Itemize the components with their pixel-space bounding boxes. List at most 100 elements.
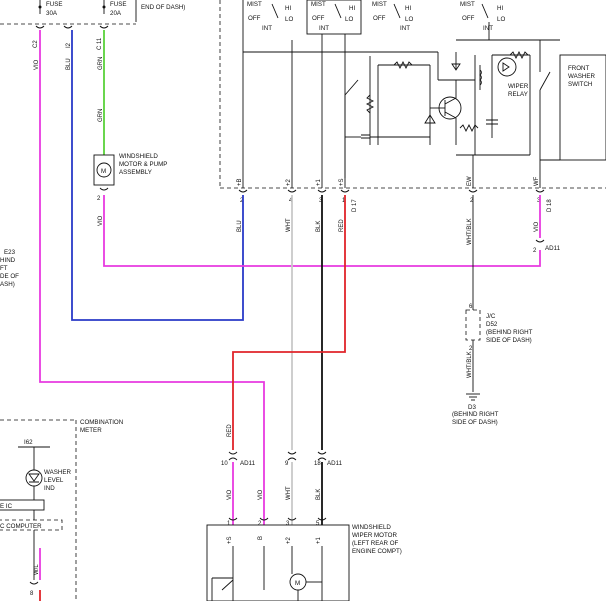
jc-pin-6: 6 [469,304,473,310]
ad11-label-right: AD11 [327,460,343,467]
relay-label-1: WIPER [508,83,529,90]
lbl-blu-1: BLU [66,58,72,70]
left-e23: E23 [4,249,16,256]
lbl-vio-2: VIO [98,215,104,226]
conn-c2: C2 [33,40,39,48]
pin-plus-s: +S [339,178,345,186]
lbl-whtblk-2: WHT/BLK [467,351,473,378]
lbl-vio-1: VIO [34,59,40,70]
combination-meter: COMBINATION METER I62 WASHER LEVEL IND E… [0,419,123,601]
lbl-wht-2: WHT [286,486,292,500]
motor-pin-5: 5 [316,521,320,527]
ad11-pin-9: 9 [285,461,289,467]
sw2-off: OFF [312,15,325,22]
lbl-vio-4: VIO [227,489,233,500]
jc-code: J/C [486,313,496,320]
sw4-off: OFF [462,15,475,22]
sw1-int: INT [262,25,272,32]
ad11-pin-18: 18 [314,461,321,467]
wires [39,30,541,601]
sw4-hi: HI [497,5,503,12]
motor-label-3: (LEFT REAR OF [352,540,399,547]
conn-c11: C 11 [97,37,103,50]
meter-computer: C COMPUTER [0,523,42,530]
wiper-motor: WINDSHIELD WIPER MOTOR (LEFT REAR OF ENG… [206,517,402,601]
pin-plus-1: +1 [316,178,322,186]
combination-switch: MIST HI OFF LO INT MIST HI OFF LO INT MI… [219,0,606,189]
pin-plus-b: +B [237,178,243,186]
conn-d17: D 17 [352,199,358,212]
conn-i2: I2 [66,42,72,48]
sw3-off: OFF [373,15,386,22]
meter-label-1: COMBINATION [80,419,123,426]
wire-vio-left [39,30,265,525]
meter-washer-3: IND [44,485,55,492]
left-l4: ASH) [0,281,15,288]
ad11-pin-10: 10 [221,461,228,467]
meter-pin-8: 8 [30,591,34,597]
motor-b: B [258,536,264,540]
lbl-wl: W/L [34,564,40,575]
meter-label-2: METER [80,427,102,434]
motor-plus-1: +1 [316,536,322,544]
ad11-pin-2: 2 [533,248,537,254]
pump-label-1: WINDSHIELD [119,153,158,160]
pin-wf: WF [534,176,540,186]
lbl-blk-1: BLK [316,221,322,232]
pump-pin-2: 2 [97,196,101,202]
left-l3: DE OF [0,273,19,280]
junction-connector: 6 2 J/C D52 (BEHIND RIGHT SIDE OF DASH) … [452,304,533,426]
meter-i62: I62 [24,439,33,446]
ground-d3: D3 [468,404,476,411]
sw1-hi: HI [285,5,291,12]
lbl-vio-3: VIO [534,221,540,232]
pump-label-3: ASSEMBLY [119,169,152,176]
pin-num-1a: 1 [342,198,346,204]
motor-label-2: WIPER MOTOR [352,532,397,539]
lbl-vio-5: VIO [258,489,264,500]
pin-num-3b: 3 [537,198,541,204]
ad11-label-top: AD11 [545,245,561,252]
washer-switch-2: WASHER [568,73,595,80]
sw1-lo: LO [285,16,293,23]
left-l1: HIND [0,257,16,264]
lbl-grn-1: GRN [98,57,104,70]
fuse2-label: FUSE [110,1,127,8]
meter-washer-2: LEVEL [44,477,64,484]
washer-switch-3: SWITCH [568,81,592,88]
lbl-red-1: RED [339,219,345,232]
pin-num-2b: 2 [470,198,474,204]
sw3-mist: MIST [372,1,387,8]
sw4-int: INT [483,25,493,32]
motor-pin-2: 2 [258,521,262,527]
sw2-int: INT [319,25,329,32]
lbl-red-2: RED [227,424,233,437]
left-note: E23 HIND FT DE OF ASH) [0,249,19,288]
wire-labels: VIO BLU GRN GRN VIO BLU WHT BLK RED WHT/… [34,57,540,575]
motor-plus-s: +S [227,536,233,544]
pin-num-2a: 2 [240,198,244,204]
lbl-whtblk-1: WHT/BLK [467,218,473,245]
jc-loc-2: SIDE OF DASH) [486,337,532,344]
jc-pin-2: 2 [469,346,473,352]
lbl-grn-2: GRN [98,109,104,122]
pump-label-2: MOTOR & PUMP [119,161,167,168]
fuse-block: FUSE 30A FUSE 20A END OF DASH) C2 I2 C 1… [0,0,185,50]
ground-loc-1: (BEHIND RIGHT [452,411,499,418]
ad11-label-left: AD11 [240,460,256,467]
dash-note: END OF DASH) [141,4,185,11]
wire-blu [71,30,244,321]
jc-d52: D52 [486,321,498,328]
motor-plus-2: +2 [286,536,292,544]
lbl-blu-2: BLU [237,220,243,232]
jc-loc-1: (BEHIND RIGHT [486,329,533,336]
motor-label-1: WINDSHIELD [352,524,391,531]
ground-loc-2: SIDE OF DASH) [452,419,498,426]
sw1-off: OFF [248,15,261,22]
sw2-mist: MIST [311,1,326,8]
fuse1-label: FUSE [46,1,63,8]
motor-pin-1: 1 [227,521,231,527]
motor-pin-3: 3 [286,521,290,527]
